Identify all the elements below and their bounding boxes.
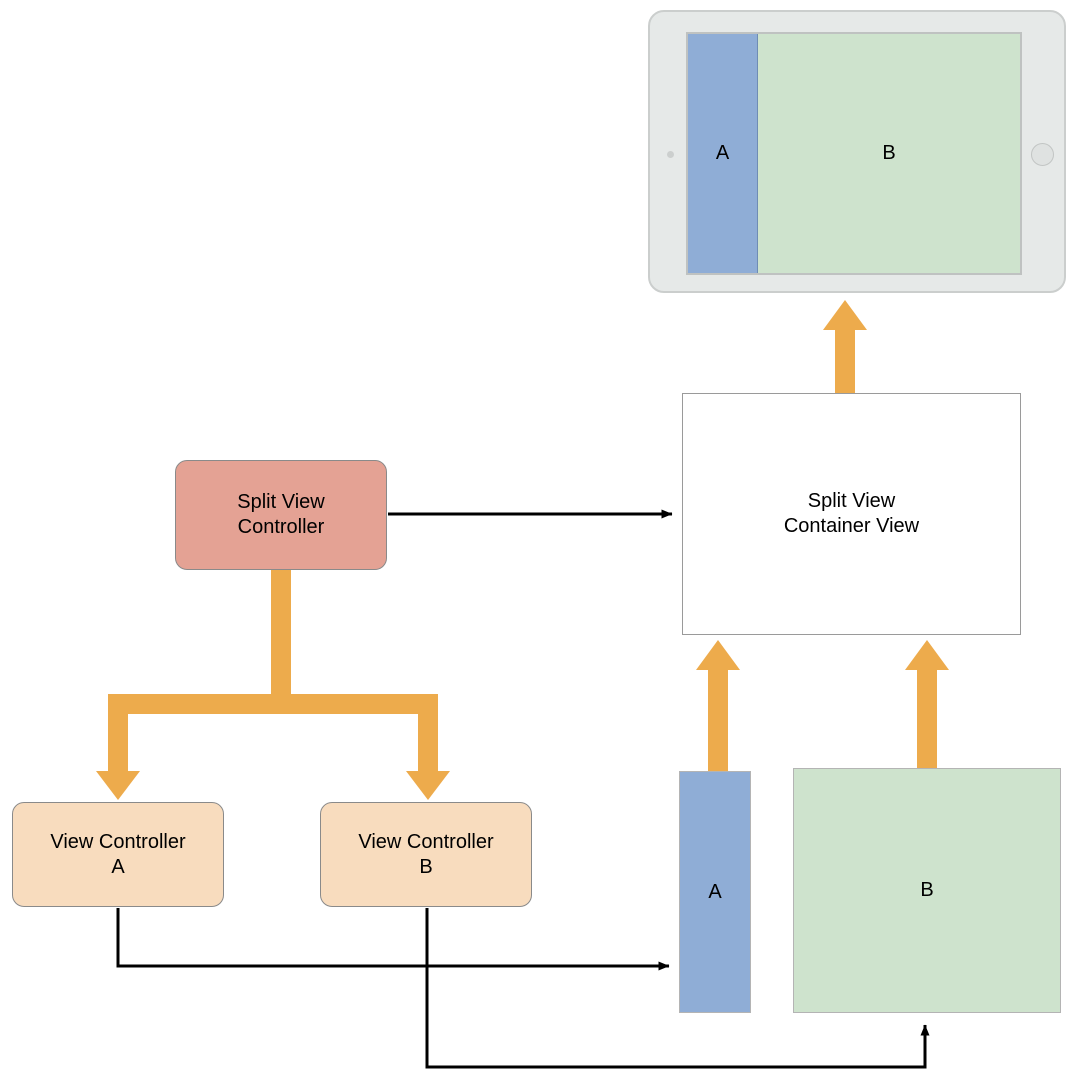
node-split-view-controller-label: Split View Controller xyxy=(237,491,325,538)
edge-vc-b-to-view-b xyxy=(425,908,930,1069)
edge-container-to-device xyxy=(823,300,867,395)
node-view-b-label: B xyxy=(920,879,934,901)
node-split-view-controller: Split View Controller xyxy=(175,460,387,570)
edge-view-a-to-container xyxy=(696,640,740,775)
device-pane-b-label: B xyxy=(882,142,896,164)
edge-view-b-to-container xyxy=(905,640,949,772)
device-pane-a: A xyxy=(688,34,758,273)
node-view-controller-b: View Controller B xyxy=(320,802,532,907)
node-view-a-label: A xyxy=(708,880,722,903)
edge-svc-to-view-controllers xyxy=(96,568,450,800)
home-button-icon xyxy=(1031,143,1054,166)
node-view-controller-a: View Controller A xyxy=(12,802,224,907)
tablet-device: A B xyxy=(648,10,1066,293)
camera-icon xyxy=(667,151,674,158)
node-split-view-container-view-label: Split View Container View xyxy=(783,490,920,537)
node-view-b: B xyxy=(793,768,1061,1013)
device-pane-b: B xyxy=(758,34,1020,273)
edge-vc-a-to-view-a xyxy=(116,908,670,971)
node-view-controller-a-label: View Controller A xyxy=(50,830,186,878)
device-pane-a-label: A xyxy=(715,142,730,164)
node-split-view-container-view: Split View Container View xyxy=(682,393,1021,635)
node-view-a: A xyxy=(679,771,751,1013)
node-view-controller-b-label: View Controller B xyxy=(358,830,494,878)
tablet-screen: A B xyxy=(686,32,1022,275)
